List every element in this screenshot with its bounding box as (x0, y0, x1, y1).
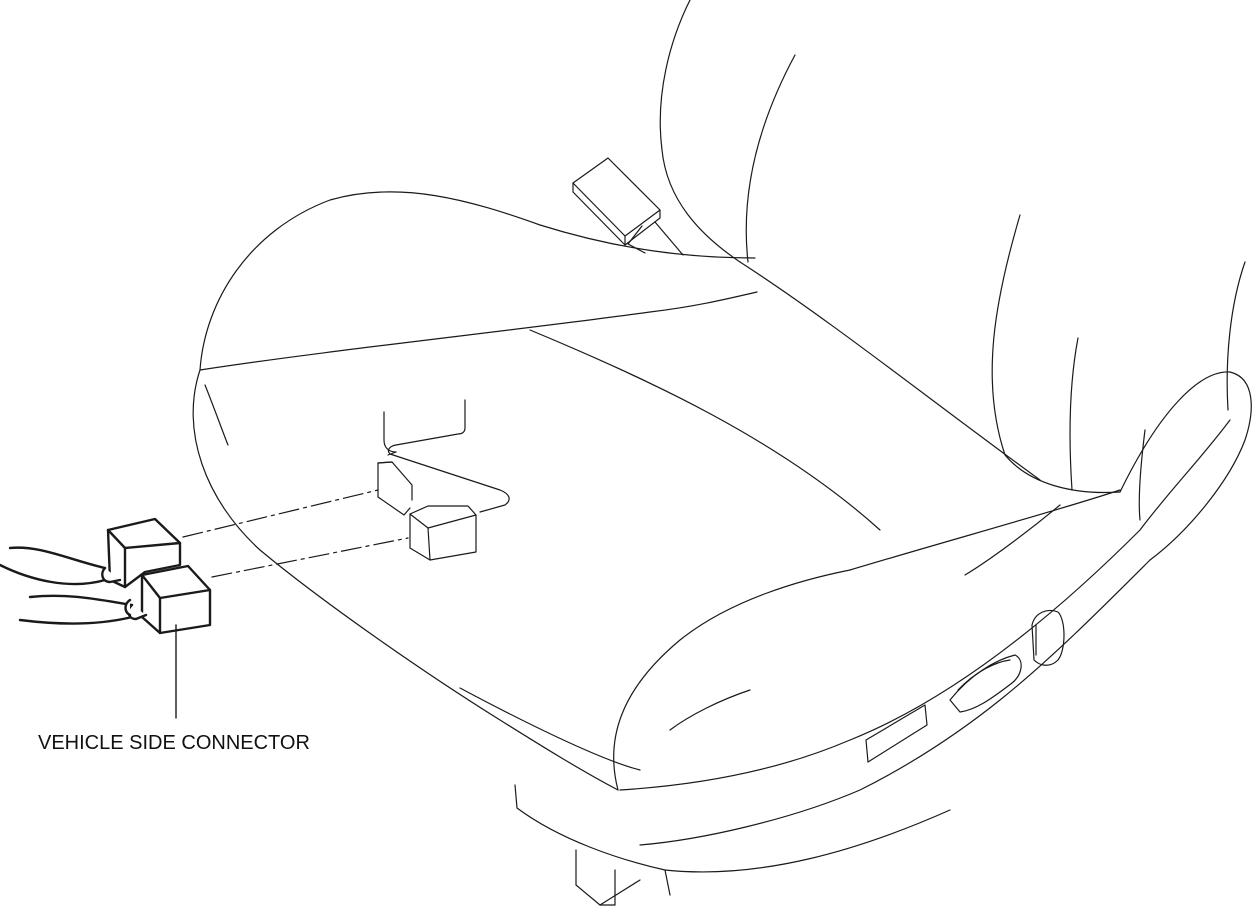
vehicle-side-connectors (0, 517, 212, 635)
seat-adjust-switches (865, 609, 1065, 763)
seat-belt-buckle (572, 157, 684, 256)
alignment-guides (182, 489, 409, 578)
seat-cushion (192, 191, 1252, 906)
seat-side-connector (377, 399, 510, 561)
vehicle-side-connector-label: VEHICLE SIDE CONNECTOR (38, 732, 310, 754)
seat-back (659, 0, 1246, 494)
